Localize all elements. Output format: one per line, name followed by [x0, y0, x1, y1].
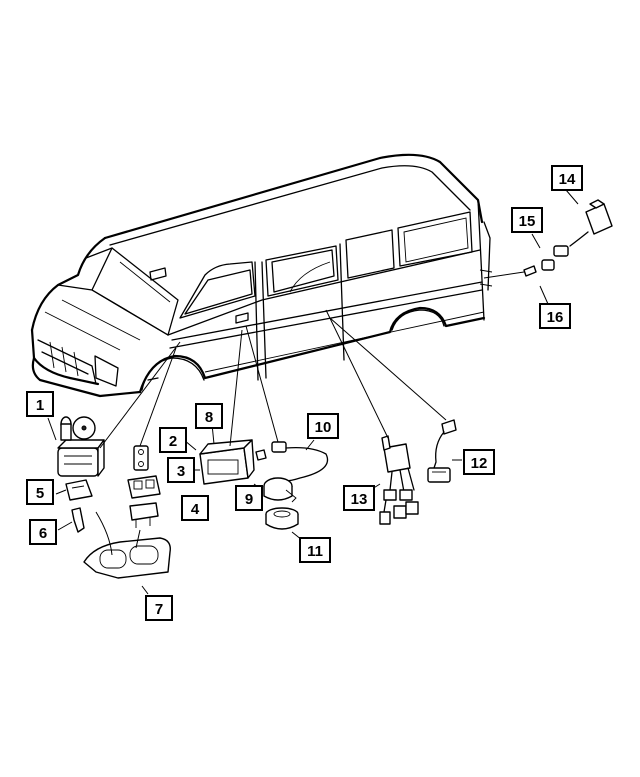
van-illustration: [30, 153, 493, 398]
part-8-control-module: [199, 439, 255, 485]
svg-text:14: 14: [559, 171, 576, 188]
callout-2: 2: [159, 427, 187, 453]
callout-9: 9: [235, 485, 263, 511]
svg-text:8: 8: [205, 409, 213, 426]
callout-10: 10: [307, 413, 339, 439]
callout-16: 16: [539, 303, 571, 329]
callout-12: 12: [463, 449, 495, 475]
svg-text:13: 13: [351, 491, 368, 508]
part-9-bolt: [255, 449, 267, 461]
part-16-pin: [523, 265, 537, 277]
part-2-switch: [133, 445, 149, 471]
svg-text:7: 7: [155, 601, 163, 618]
part-13-latch-assembly: [379, 435, 419, 525]
callout-3: 3: [167, 457, 195, 483]
part-1-headlamp-switch: [57, 416, 105, 477]
part-3-switch-block: [127, 475, 161, 499]
callout-13: 13: [343, 485, 375, 511]
svg-text:3: 3: [177, 463, 185, 480]
svg-text:12: 12: [471, 455, 488, 472]
part-5-switch: [65, 479, 93, 501]
callout-1: 1: [26, 391, 54, 417]
svg-text:5: 5: [36, 485, 44, 502]
callout-6: 6: [29, 519, 57, 545]
svg-text:1: 1: [36, 397, 44, 414]
svg-text:2: 2: [169, 433, 177, 450]
part-10-sensor-harness: [263, 441, 329, 503]
svg-text:16: 16: [547, 309, 564, 326]
part-12-door-switch: [427, 419, 457, 483]
callout-7: 7: [145, 595, 173, 621]
svg-text:10: 10: [315, 419, 332, 436]
part-11-grommet: [265, 507, 299, 530]
callout-4: 4: [181, 495, 209, 521]
svg-text:9: 9: [245, 491, 253, 508]
callout-5: 5: [26, 479, 54, 505]
callout-14: 14: [551, 165, 583, 191]
callout-8: 8: [195, 403, 223, 429]
svg-text:11: 11: [307, 543, 323, 560]
part-7-console-panel: [83, 511, 171, 579]
svg-text:4: 4: [191, 501, 200, 518]
svg-text:6: 6: [39, 525, 47, 542]
callout-11: 11: [299, 537, 331, 563]
part-14-rear-module: [569, 199, 613, 247]
callout-15: 15: [511, 207, 543, 233]
part-6-clip: [71, 507, 85, 533]
part-4-connector: [129, 502, 159, 528]
part-15-connector: [541, 245, 569, 271]
svg-text:15: 15: [519, 213, 536, 230]
